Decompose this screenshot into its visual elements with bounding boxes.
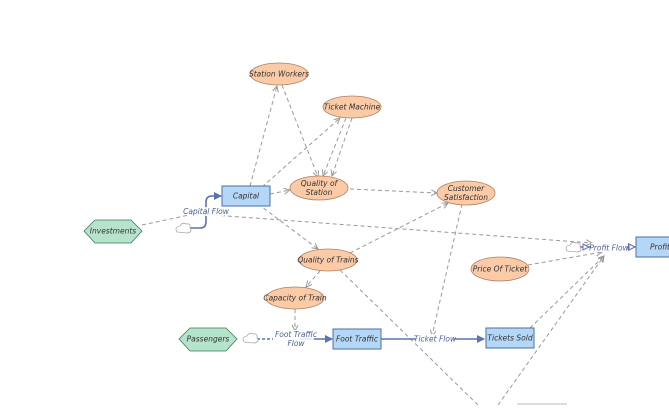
- link-price-of-ticket-to-profit-flow[interactable]: [527, 252, 602, 266]
- link-tickets-sold-to-profit-flow[interactable]: [529, 256, 604, 329]
- link-ticket-machine-to-quality-of-station-2[interactable]: [332, 117, 353, 176]
- ticket-machine-label: Ticket Machine: [324, 103, 381, 112]
- capital-flow-label[interactable]: Capital Flow: [183, 207, 230, 216]
- variable-quality-of-station[interactable]: Quality of Station: [289, 175, 349, 201]
- cloud-icons: [175, 222, 582, 344]
- source-investments[interactable]: Investments: [83, 219, 143, 244]
- cloud-icon[interactable]: [175, 222, 192, 234]
- link-quality-of-trains-to-capacity-of-train[interactable]: [306, 270, 321, 287]
- variable-station-workers[interactable]: Station Workers: [249, 62, 309, 86]
- variable-capacity-of-train[interactable]: Capacity of Train: [263, 286, 327, 310]
- customer-satisfaction-label-line2: Satisfaction: [444, 193, 488, 202]
- link-capital-to-quality-of-trains[interactable]: [257, 203, 318, 249]
- capacity-of-train-label: Capacity of Train: [263, 294, 327, 303]
- source-passengers[interactable]: Passengers: [178, 327, 238, 352]
- foot-traffic-flow-label-line1[interactable]: Foot Traffic: [275, 330, 318, 339]
- variable-price-of-ticket[interactable]: Price Of Ticket: [470, 256, 530, 282]
- stock-capital[interactable]: Capital: [221, 185, 271, 207]
- quality-of-station-label-line2: Station: [306, 188, 333, 197]
- stock-profit[interactable]: Profit: [635, 236, 669, 258]
- flow-labels: Capital Flow Foot Traffic Flow Ticket Fl…: [183, 207, 630, 348]
- cloud-icon[interactable]: [242, 332, 259, 344]
- customer-satisfaction-label-line1: Customer: [448, 184, 485, 193]
- foot-traffic-label: Foot Traffic: [336, 335, 379, 344]
- source-nodes: Investments Passengers: [83, 219, 238, 352]
- variable-nodes: Station Workers Ticket Machine Quality o…: [249, 62, 530, 310]
- variable-customer-satisfaction[interactable]: Customer Satisfaction: [436, 180, 496, 206]
- link-quality-of-station-to-customer-satisfaction[interactable]: [349, 188, 437, 193]
- investments-label: Investments: [90, 227, 136, 236]
- link-capital-to-ticket-machine[interactable]: [261, 118, 340, 188]
- variable-ticket-machine[interactable]: Ticket Machine: [322, 95, 382, 119]
- station-workers-label: Station Workers: [249, 70, 309, 79]
- link-capital-to-station-workers[interactable]: [249, 86, 277, 187]
- flows: [188, 192, 636, 343]
- link-customer-satisfaction-to-ticket-flow[interactable]: [432, 203, 463, 336]
- quality-of-trains-label: Quality of Trains: [297, 256, 358, 265]
- capital-label: Capital: [233, 192, 260, 201]
- stock-tickets-sold[interactable]: Tickets Sold: [485, 327, 535, 349]
- variable-quality-of-trains[interactable]: Quality of Trains: [297, 248, 359, 272]
- stock-nodes: Capital Foot Traffic Tickets Sold Profit: [221, 185, 669, 350]
- tickets-sold-label: Tickets Sold: [487, 334, 532, 343]
- ticket-flow-label[interactable]: Ticket Flow: [414, 335, 457, 344]
- profit-flow-label[interactable]: Profit Flow: [589, 244, 629, 253]
- profit-label: Profit: [650, 243, 669, 252]
- link-station-workers-to-quality-of-station[interactable]: [281, 84, 318, 177]
- link-ticket-machine-to-quality-of-station[interactable]: [323, 117, 347, 176]
- cloud-icon[interactable]: [565, 241, 582, 253]
- foot-traffic-flow-label-line2[interactable]: Flow: [287, 339, 305, 348]
- stock-foot-traffic[interactable]: Foot Traffic: [332, 328, 382, 350]
- passengers-label: Passengers: [187, 335, 230, 344]
- link-capital-to-quality-of-station[interactable]: [269, 190, 290, 194]
- quality-of-station-label-line1: Quality of: [301, 179, 339, 188]
- link-bottom-to-profit-flow[interactable]: [497, 256, 604, 406]
- causal-links: [141, 84, 604, 406]
- profit-flow-valve-icon[interactable]: [582, 243, 637, 251]
- link-investments-to-profit-flow[interactable]: [199, 213, 592, 243]
- link-quality-of-trains-to-customer-satisfaction[interactable]: [349, 203, 448, 254]
- price-of-ticket-label: Price Of Ticket: [473, 265, 528, 274]
